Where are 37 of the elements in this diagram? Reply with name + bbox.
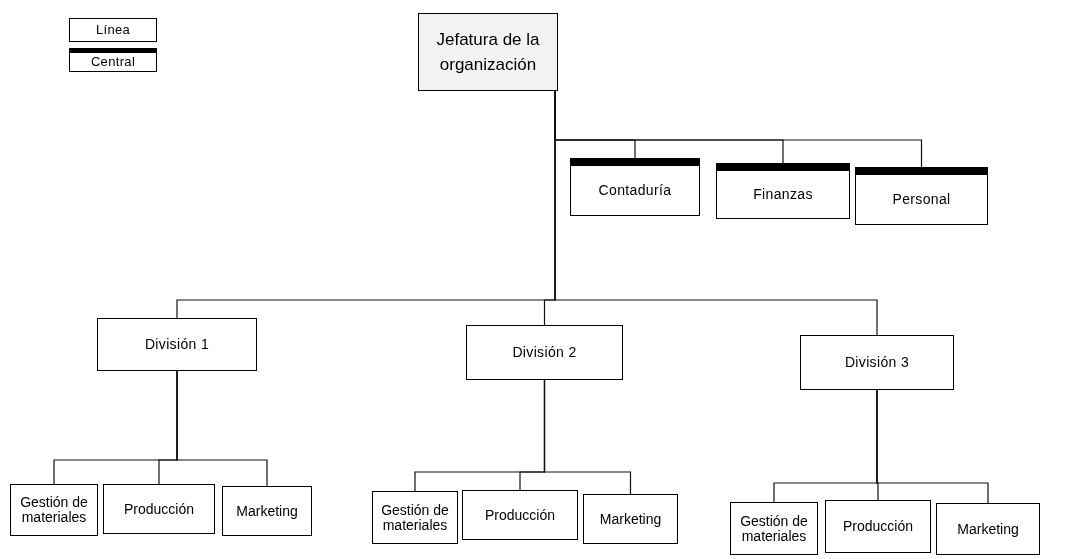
- unit-name: Marketing: [957, 521, 1019, 537]
- unit-name: Personal: [892, 190, 951, 209]
- unit-name: División 2: [512, 343, 577, 362]
- line-unit-box: [462, 490, 578, 540]
- line-unit-box: [372, 491, 458, 544]
- unit-name: Jefatura de la organización: [435, 28, 541, 76]
- unit-name: Gestión de materiales: [380, 502, 450, 533]
- connector-line: [876, 389, 989, 504]
- legend-label: Central: [90, 53, 136, 72]
- unit-name: Contaduría: [598, 181, 672, 200]
- unit-name: Producción: [842, 519, 913, 534]
- unit-name: Gestión de materiales: [19, 495, 89, 525]
- staff-unit-box: [855, 167, 988, 225]
- unit-name: Producción: [484, 507, 555, 523]
- unit-name: Finanzas: [753, 185, 813, 204]
- line-unit-box: [103, 484, 215, 534]
- staff-unit-box: [716, 163, 850, 219]
- unit-name: Producción: [123, 501, 194, 517]
- line-unit-box: [10, 484, 98, 536]
- line-unit-box: [222, 486, 312, 536]
- unit-name: División 1: [144, 335, 210, 354]
- line-unit-box: [936, 503, 1040, 555]
- line-unit-box: [583, 494, 678, 544]
- staff-unit-box: [570, 158, 700, 216]
- line-unit-box: [825, 500, 931, 553]
- unit-name: Gestión de materiales: [739, 513, 809, 544]
- line-unit-box: [97, 318, 257, 371]
- unit-name: División 3: [844, 353, 910, 372]
- connector-line: [543, 379, 632, 495]
- line-unit-box: [730, 502, 818, 555]
- line-unit-box: [466, 325, 623, 380]
- unit-name: Marketing: [236, 503, 298, 519]
- connector-line: [176, 370, 268, 487]
- legend-label: Línea: [95, 21, 131, 40]
- unit-name: Marketing: [599, 511, 662, 527]
- line-unit-box: [418, 13, 558, 91]
- line-unit-box: [800, 335, 954, 390]
